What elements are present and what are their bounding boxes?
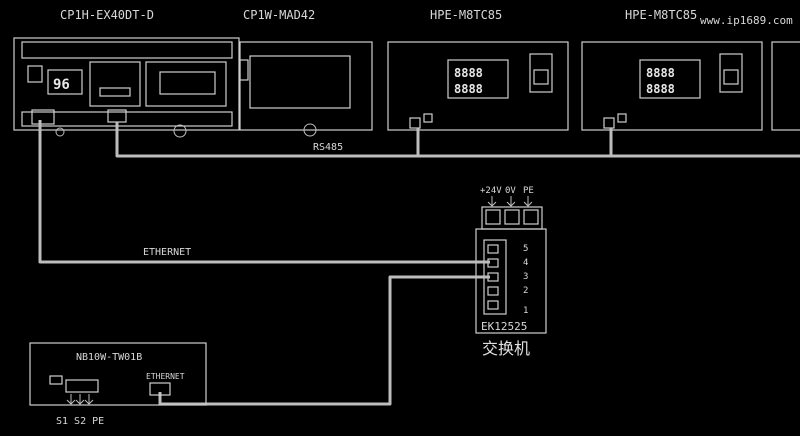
- ethernet-label: ETHERNET: [143, 247, 191, 258]
- switch-model-label: EK12525: [481, 320, 527, 333]
- ad-module-unit: [239, 41, 373, 137]
- rs485-label: RS485: [313, 142, 343, 153]
- ad-module-title: CP1W-MAD42: [243, 8, 315, 22]
- ethernet-switch: +24V 0V PE 5 4 3 2 1 EK12525 交换机: [475, 186, 547, 358]
- plc-display-value: 96: [53, 77, 70, 93]
- switch-power-24v: +24V: [480, 186, 502, 196]
- switch-caption: 交换机: [482, 339, 530, 358]
- temp-controller-3-partial: [771, 41, 800, 131]
- temp1-rs485-port: [409, 117, 421, 129]
- switch-power-0v: 0V: [505, 186, 516, 196]
- temp2-display-top: 8888: [646, 66, 675, 80]
- ethernet-cable-plc: [38, 120, 490, 264]
- switch-power-pe: PE: [523, 186, 534, 196]
- temp2-rs485-port: [603, 117, 615, 129]
- temp1-title: HPE-M8TC85: [430, 8, 502, 22]
- plc-unit: 96: [13, 37, 240, 138]
- temp1-display-bottom: 8888: [454, 82, 483, 96]
- switch-port-1: 1: [523, 306, 528, 316]
- temp-controller-1: 8888 8888: [387, 41, 569, 131]
- temp2-title: HPE-M8TC85: [625, 8, 697, 22]
- plc-ethernet-port: [31, 109, 55, 125]
- hmi-title: NB10W-TW01B: [76, 352, 142, 363]
- switch-port-3: 3: [523, 272, 528, 282]
- plc-title: CP1H-EX40DT-D: [60, 8, 154, 22]
- hmi-ethernet-port: [149, 382, 171, 396]
- temp-controller-2: 8888 8888: [581, 41, 763, 131]
- temp2-display-bottom: 8888: [646, 82, 675, 96]
- temp1-display-top: 8888: [454, 66, 483, 80]
- ethernet-cable-hmi: [158, 275, 490, 406]
- switch-port-4: 4: [523, 258, 528, 268]
- watermark: www.ip1689.com: [700, 14, 793, 27]
- rs485-bus: [115, 122, 800, 158]
- hmi-terminal-labels: S1 S2 PE: [56, 416, 104, 427]
- hmi-unit: NB10W-TW01B ETHERNET S1 S2 PE: [29, 342, 207, 427]
- switch-port-2: 2: [523, 286, 528, 296]
- switch-port-5: 5: [523, 244, 528, 254]
- hmi-port-label: ETHERNET: [146, 372, 185, 381]
